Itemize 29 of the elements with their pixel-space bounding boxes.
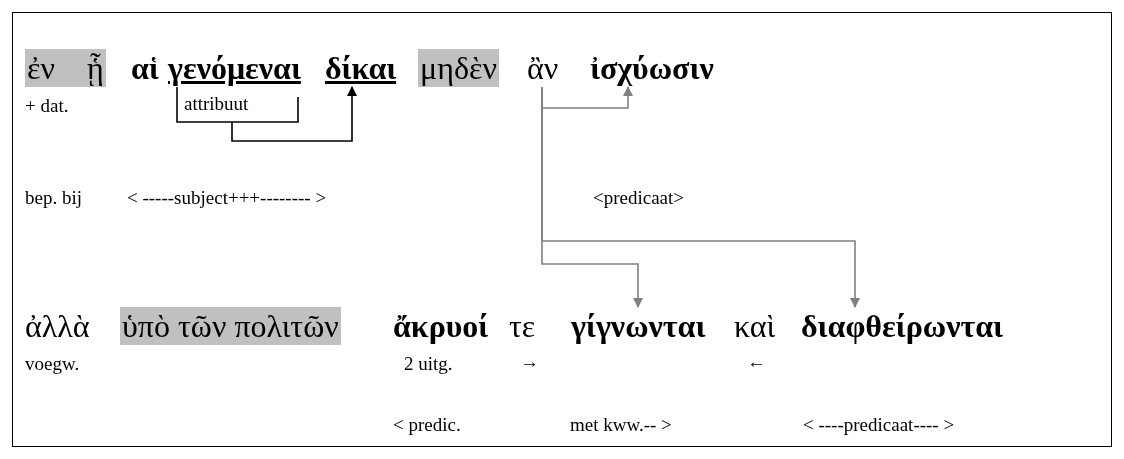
function-note: bep. bij xyxy=(25,187,82,209)
greek-word: γίγνωνται xyxy=(571,307,706,345)
greek-word: δίκαι xyxy=(325,49,405,87)
greek-word: γενόμεναι xyxy=(168,49,301,87)
arrow xyxy=(541,86,860,308)
arrow-symbol: → xyxy=(520,351,539,373)
role-note: < predic. xyxy=(393,414,461,436)
greek-word: καὶ xyxy=(734,307,776,345)
highlighted-word: μηδὲν xyxy=(418,49,499,87)
greek-word: ἰσχύωσιν xyxy=(590,49,714,87)
arrow xyxy=(541,86,633,109)
role-note: < ----predicaat---- > xyxy=(803,414,955,436)
greek-word: αἱ xyxy=(131,49,159,87)
greek-word: τε xyxy=(509,307,536,345)
case-note: + dat. xyxy=(25,95,69,117)
highlighted-word: ὑπὸ τῶν πολιτῶν xyxy=(120,307,341,345)
edge-label: attribuut xyxy=(184,93,249,115)
highlighted-word: ἐν ᾗ xyxy=(25,49,106,87)
greek-word: διαφθείρωνται xyxy=(801,307,1003,345)
word-class-note: voegw. xyxy=(25,353,80,375)
greek-word: ἄκρυοί xyxy=(393,307,489,345)
greek-word: ἂν xyxy=(527,49,559,87)
role-note: met kww.-- > xyxy=(570,414,672,436)
greek-word: ἀλλὰ xyxy=(25,307,90,345)
role-note: <predicaat> xyxy=(593,187,685,209)
role-note: < -----subject+++-------- > xyxy=(127,187,327,209)
arrow-symbol: ← xyxy=(747,351,766,373)
arrow xyxy=(176,86,357,142)
argument-note: 2 uitg. xyxy=(404,353,453,375)
